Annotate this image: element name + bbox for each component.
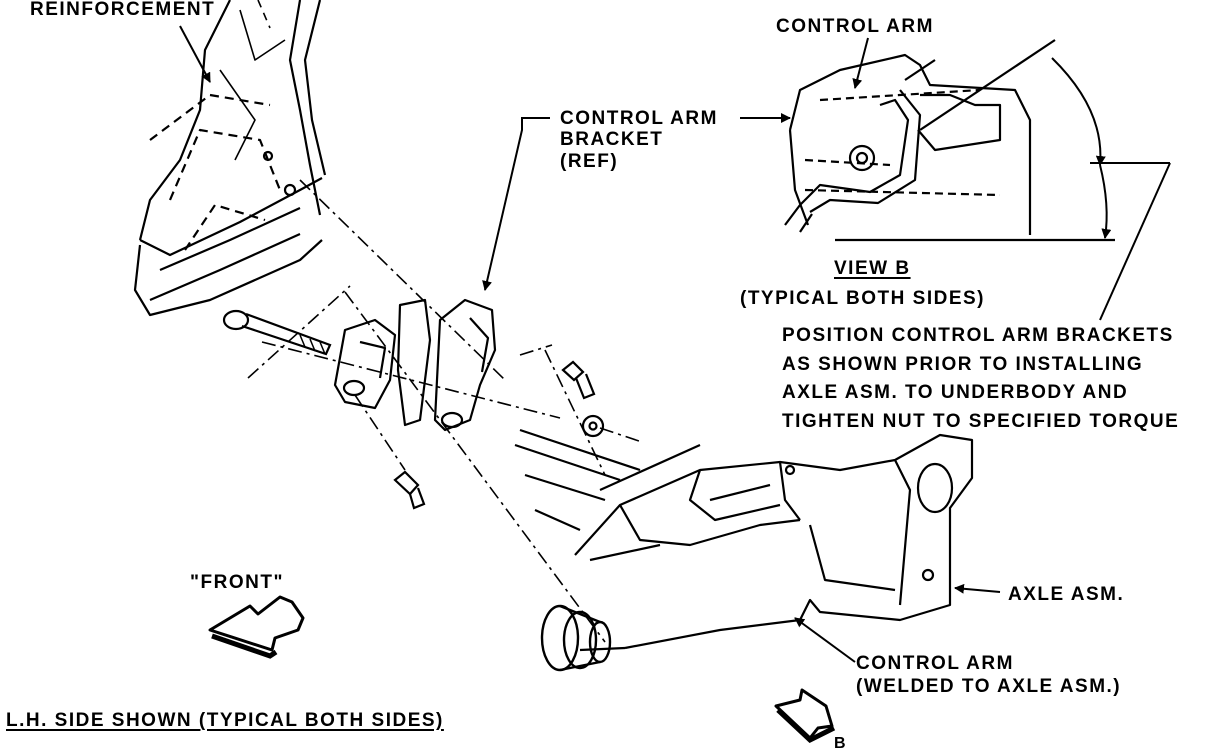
- bracket-line-1: CONTROL ARM: [560, 108, 718, 129]
- note-line-1: POSITION CONTROL ARM BRACKETS: [782, 325, 1174, 346]
- view-b-angle-dimension: [1051, 57, 1170, 239]
- through-bolt: [222, 309, 332, 356]
- note-line-3: AXLE ASM. TO UNDERBODY AND: [782, 382, 1129, 403]
- label-control-arm-welded: CONTROL ARM (WELDED TO AXLE ASM.): [856, 653, 1121, 699]
- control-arm-bushing: [540, 604, 612, 672]
- label-view-b: VIEW B: [834, 258, 911, 279]
- view-b-direction-arrow: [774, 688, 834, 740]
- control-arm-brackets: [333, 298, 497, 432]
- bracket-line-2: BRACKET: [560, 129, 664, 151]
- welded-line-2: (WELDED TO AXLE ASM.): [856, 675, 1122, 697]
- welded-line-1: CONTROL ARM: [856, 653, 1014, 674]
- axle-assembly: [514, 428, 974, 652]
- installation-note: POSITION CONTROL ARM BRACKETS AS SHOWN P…: [782, 322, 1179, 436]
- view-b-direction-letter: B: [834, 735, 846, 750]
- label-control-arm-view-b: CONTROL ARM: [776, 16, 934, 37]
- bracket-line-3: (REF): [560, 150, 619, 172]
- label-side-note: L.H. SIDE SHOWN (TYPICAL BOTH SIDES): [6, 710, 444, 731]
- fasteners: [393, 360, 605, 510]
- label-control-arm-bracket: CONTROL ARM BRACKET (REF): [560, 108, 718, 172]
- view-b-inset: [784, 39, 1115, 242]
- front-direction-arrow: [208, 595, 305, 652]
- leader-lines: [482, 37, 1171, 663]
- label-reinforcement: REINFORCEMENT: [30, 0, 216, 20]
- underbody-reinforcement: [133, 0, 327, 317]
- reinforcement-leader: [179, 25, 211, 83]
- assembly-centerlines: [247, 179, 643, 643]
- note-line-2: AS SHOWN PRIOR TO INSTALLING: [782, 353, 1144, 375]
- label-view-b-sub: (TYPICAL BOTH SIDES): [740, 288, 985, 309]
- label-axle-asm: AXLE ASM.: [1008, 584, 1125, 605]
- label-front: "FRONT": [190, 572, 284, 593]
- note-line-4: TIGHTEN NUT TO SPECIFIED TORQUE: [782, 410, 1180, 432]
